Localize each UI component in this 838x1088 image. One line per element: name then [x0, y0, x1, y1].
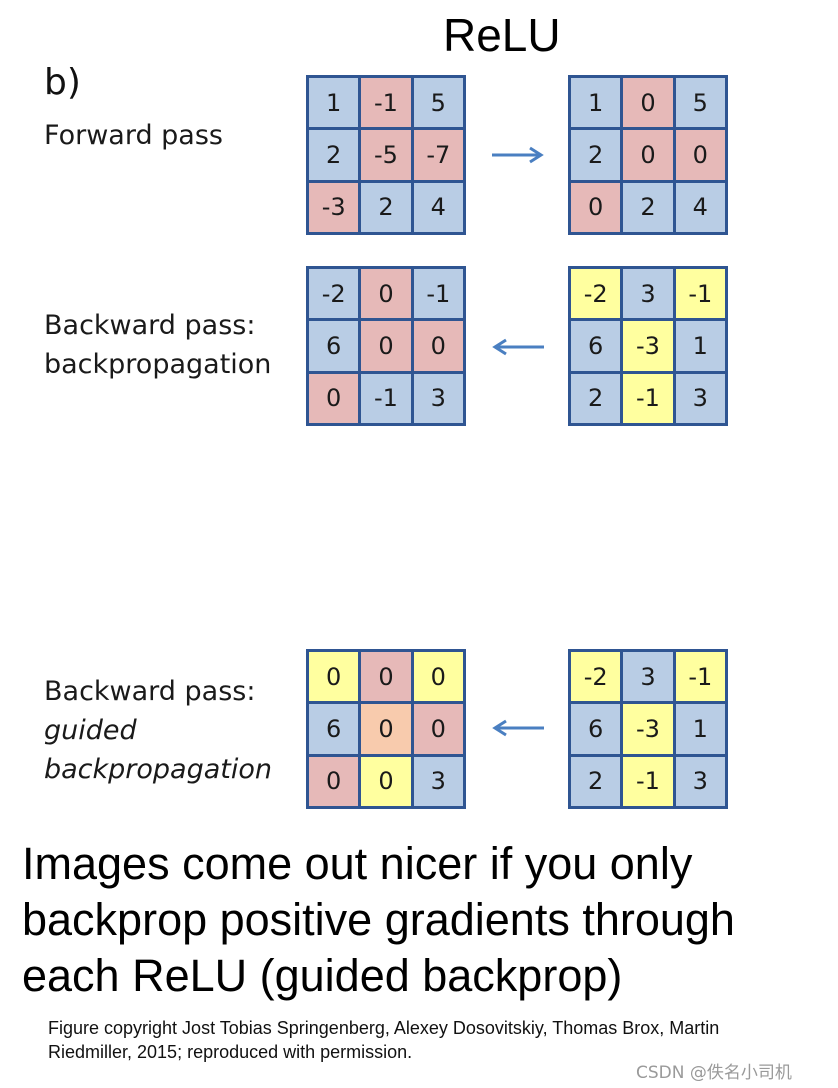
matrix-cell: 3	[675, 373, 725, 423]
figure-credit: Figure copyright Jost Tobias Springenber…	[48, 1018, 720, 1062]
watermark: CSDN @佚名小司机	[636, 1063, 792, 1083]
matrix-cell: 0	[361, 269, 411, 319]
matrix-cell: 0	[361, 704, 411, 754]
matrix-cell: 1	[571, 78, 621, 128]
matrix-cell: -3	[309, 182, 359, 232]
matrix-cell: 2	[361, 182, 411, 232]
backward-pass-label: Backward pass: backpropagation	[44, 306, 271, 384]
matrix-cell: 0	[309, 373, 359, 423]
guided-line1: Backward pass:	[44, 676, 256, 707]
matrix-cell: 1	[675, 704, 725, 754]
matrix-cell: -1	[675, 269, 725, 319]
matrix-cell: 1	[309, 78, 359, 128]
matrix-cell: -7	[413, 130, 463, 180]
matrix-cell: 2	[623, 182, 673, 232]
matrix-cell: -1	[675, 652, 725, 702]
matrix-cell: -3	[623, 704, 673, 754]
matrix-cell: 5	[675, 78, 725, 128]
matrix-cell: -1	[361, 373, 411, 423]
left-arrow-icon	[492, 719, 544, 737]
matrix-cell: 3	[623, 652, 673, 702]
matrix-cell: 0	[413, 321, 463, 371]
matrix-cell: 6	[309, 704, 359, 754]
matrix-cell: -1	[361, 78, 411, 128]
backward-pass-line1: Backward pass:	[44, 310, 256, 341]
matrix-cell: -2	[571, 269, 621, 319]
matrix-cell: 0	[413, 652, 463, 702]
matrix-cell: 1	[675, 321, 725, 371]
matrix-cell: 0	[361, 652, 411, 702]
matrix-cell: 6	[571, 704, 621, 754]
matrix-cell: 3	[413, 373, 463, 423]
matrix-cell: 0	[309, 652, 359, 702]
matrix-cell: 0	[413, 704, 463, 754]
matrix-cell: -1	[413, 269, 463, 319]
guided-line3: backpropagation	[44, 754, 273, 785]
guided-line2: guided	[44, 715, 137, 746]
caption: Images come out nicer if you only backpr…	[22, 838, 735, 1001]
matrix-cell: -2	[571, 652, 621, 702]
relu-title: ReLU	[443, 9, 561, 61]
backward-pass-line2: backpropagation	[44, 349, 272, 380]
matrix-cell: 2	[571, 373, 621, 423]
matrix-cell: 3	[675, 756, 725, 806]
guided-backprop-label: Backward pass: guided backpropagation	[44, 672, 272, 789]
matrix-cell: 0	[675, 130, 725, 180]
matrix-cell: 2	[571, 130, 621, 180]
matrix-cell: 4	[413, 182, 463, 232]
matrix-cell: 0	[309, 756, 359, 806]
matrix-cell: -3	[623, 321, 673, 371]
matrix-cell: 6	[571, 321, 621, 371]
matrix-cell: 0	[623, 78, 673, 128]
matrix-cell: -2	[309, 269, 359, 319]
matrix-cell: -5	[361, 130, 411, 180]
forward-pass-label: Forward pass	[44, 116, 223, 155]
matrix-cell: 2	[571, 756, 621, 806]
matrix-cell: -1	[623, 756, 673, 806]
left-arrow-icon	[492, 338, 544, 356]
matrix-cell: 2	[309, 130, 359, 180]
matrix-cell: 6	[309, 321, 359, 371]
matrix-cell: 0	[623, 130, 673, 180]
matrix-cell: 4	[675, 182, 725, 232]
right-arrow-icon	[492, 146, 544, 164]
forward-pass-text: Forward pass	[44, 120, 223, 151]
panel-letter: b)	[44, 62, 81, 103]
matrix-cell: 0	[361, 756, 411, 806]
matrix-cell: 5	[413, 78, 463, 128]
matrix-cell: 3	[413, 756, 463, 806]
matrix-cell: 0	[571, 182, 621, 232]
matrix-cell: 0	[361, 321, 411, 371]
matrix-cell: 3	[623, 269, 673, 319]
matrix-cell: -1	[623, 373, 673, 423]
